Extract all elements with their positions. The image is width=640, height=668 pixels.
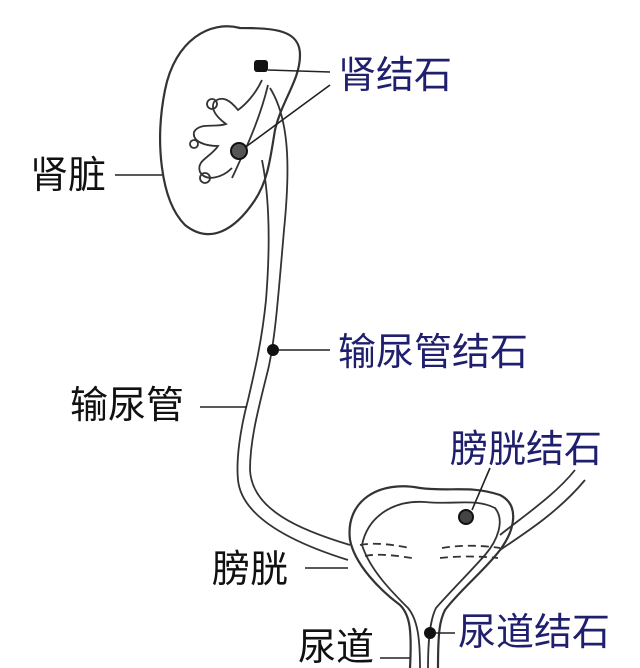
leader-lines bbox=[115, 69, 491, 659]
ureter-drawing bbox=[236, 87, 351, 561]
kidney-stone-upper bbox=[254, 60, 268, 72]
label-kidney: 肾脏 bbox=[30, 153, 106, 197]
label-ureter: 输尿管 bbox=[70, 383, 184, 427]
bladder-drawing bbox=[348, 469, 586, 668]
urethra-stone bbox=[424, 627, 436, 639]
label-urethra-stone: 尿道结石 bbox=[458, 610, 610, 654]
kidney-drawing bbox=[159, 25, 302, 236]
kidney-stone-lower bbox=[230, 142, 248, 160]
label-bladder-stone: 膀胱结石 bbox=[450, 427, 602, 471]
label-ureter-stone: 输尿管结石 bbox=[338, 330, 528, 374]
label-urethra: 尿道 bbox=[298, 625, 374, 668]
label-bladder: 膀胱 bbox=[212, 547, 288, 591]
label-kidney-stone: 肾结石 bbox=[338, 53, 452, 97]
stones bbox=[230, 60, 474, 639]
ureter-stone bbox=[267, 344, 279, 356]
bladder-stone bbox=[458, 509, 474, 525]
